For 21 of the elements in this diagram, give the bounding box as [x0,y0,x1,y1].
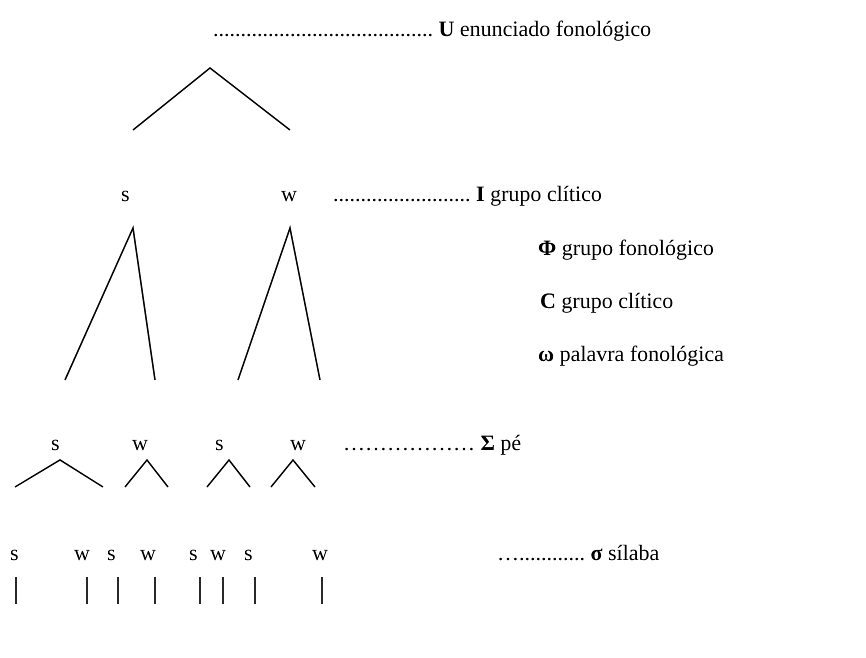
stress-label: s [244,540,253,566]
stress-label: s [121,181,130,207]
stress-label: w [281,181,297,207]
stress-label: w [74,540,90,566]
stress-label: s [107,540,116,566]
stress-label: w [140,540,156,566]
level-label: ......................... I grupo clítico [333,181,602,207]
level-label: Φ grupo fonológico [538,235,714,261]
stress-label: w [290,430,306,456]
stress-label: w [312,540,328,566]
level-label: …............ σ sílaba [497,540,660,566]
stress-label: s [189,540,198,566]
stress-label: s [10,540,19,566]
stress-label: w [210,540,226,566]
level-label: ........................................ U enunciado fonológico [213,16,652,42]
level-label: ……………… Σ pé [343,430,522,456]
stress-label: s [215,430,224,456]
stress-label: w [132,430,148,456]
level-label: C grupo clítico [540,288,674,314]
level-label: ω palavra fonológica [538,341,724,367]
stress-label: s [51,430,60,456]
